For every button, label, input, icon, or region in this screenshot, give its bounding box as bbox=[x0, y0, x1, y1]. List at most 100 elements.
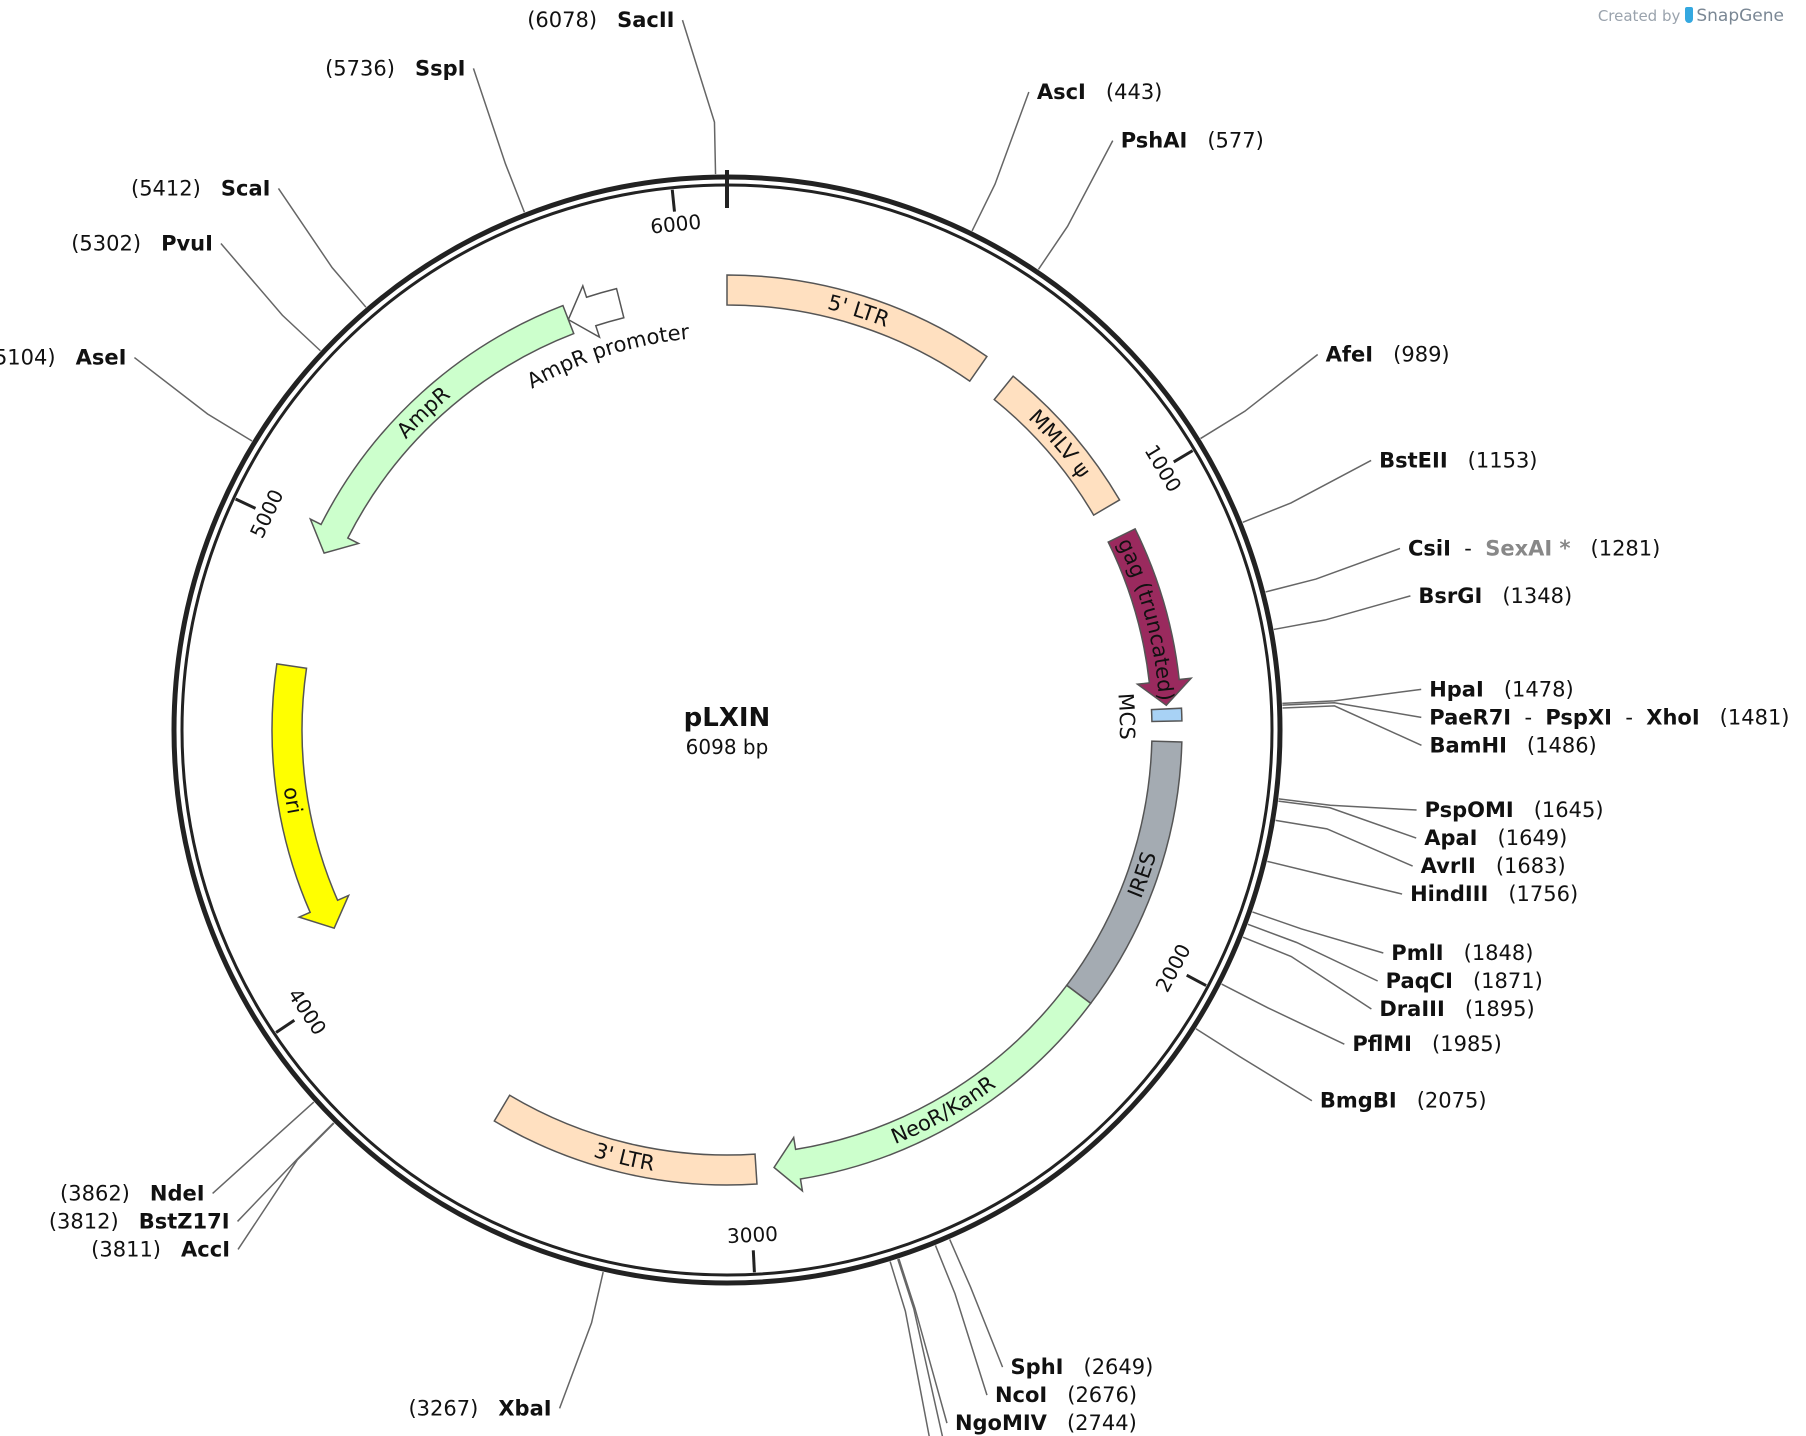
site-asei: (5104) AseI bbox=[0, 346, 253, 442]
site-gap bbox=[1047, 1411, 1067, 1435]
enzyme-name: AvrII bbox=[1421, 854, 1476, 878]
site-label: AvrII (1683) bbox=[1421, 854, 1566, 878]
feature-label-text: MMLV ψ bbox=[1024, 405, 1095, 482]
site-ncoi: NcoI (2676) bbox=[934, 1245, 1137, 1407]
site-coordinate: (1348) bbox=[1502, 584, 1572, 608]
site-separator: - bbox=[1451, 536, 1485, 560]
feature-label-text: ori bbox=[279, 785, 307, 816]
site-leader-line bbox=[889, 1261, 930, 1436]
site-pspomi: PspOMI (1645) bbox=[1278, 798, 1604, 822]
site-leader-line bbox=[1242, 936, 1372, 1010]
enzyme-name: SacII bbox=[617, 8, 674, 32]
site-gap bbox=[395, 56, 415, 80]
site-draiii: DraIII (1895) bbox=[1242, 936, 1535, 1021]
tick-mark-2000 bbox=[1186, 973, 1207, 987]
feature-5-ltr bbox=[726, 274, 988, 383]
feature-ori bbox=[271, 663, 351, 930]
site-coordinate: (5736) bbox=[325, 56, 395, 80]
site-coordinate: (2676) bbox=[1067, 1383, 1137, 1407]
site-gap bbox=[1445, 997, 1465, 1021]
site-gap bbox=[1047, 1383, 1067, 1407]
feature-label-guide bbox=[331, 326, 571, 556]
enzyme-name: SspI bbox=[415, 56, 465, 80]
enzyme-name: PspXI bbox=[1545, 705, 1612, 729]
site-sspi: (5736) SspI bbox=[325, 56, 526, 213]
site-pflmi: PflMI (1985) bbox=[1221, 983, 1502, 1056]
site-bmgbi: BmgBI (2075) bbox=[1195, 1028, 1487, 1113]
site-leader-line bbox=[1037, 140, 1114, 270]
site-label: (3267) XbaI bbox=[408, 1396, 551, 1420]
site-label: BsrGI (1348) bbox=[1418, 584, 1572, 608]
site-leader-line bbox=[212, 1101, 315, 1194]
site-label: PshAI (577) bbox=[1121, 129, 1264, 153]
site-coordinate: (1281) bbox=[1591, 536, 1661, 560]
site-gap bbox=[1373, 343, 1393, 367]
site-coordinate: (2744) bbox=[1067, 1411, 1137, 1435]
enzyme-name: PvuI bbox=[161, 231, 213, 255]
feature-label-guide bbox=[957, 363, 1124, 557]
plasmid-name: pLXIN bbox=[684, 703, 771, 733]
site-coordinate: (443) bbox=[1106, 80, 1162, 104]
site-leader-line bbox=[277, 187, 367, 308]
site-coordinate: (1481) bbox=[1720, 705, 1790, 729]
feature-label-text: NeoR/KanR bbox=[888, 1071, 1000, 1149]
site-coordinate: (3267) bbox=[408, 1396, 478, 1420]
site-label: (6078) SacII bbox=[527, 8, 674, 32]
enzyme-name: BamHI bbox=[1429, 733, 1506, 757]
site-afei: AfeI (989) bbox=[1200, 343, 1450, 440]
site-gap bbox=[1478, 826, 1498, 850]
site-acci: (3811) AccI bbox=[91, 1122, 335, 1261]
site-bamhi: BamHI (1486) bbox=[1282, 705, 1597, 757]
site-gap bbox=[1397, 1089, 1417, 1113]
site-leader-line bbox=[1282, 705, 1422, 747]
site-gap bbox=[597, 8, 617, 32]
site-gap bbox=[1412, 1032, 1432, 1056]
site-leader-line bbox=[133, 356, 253, 442]
site-leader-line bbox=[949, 1239, 1004, 1368]
site-pshai: PshAI (577) bbox=[1037, 129, 1264, 270]
site-xbai: (3267) XbaI bbox=[408, 1271, 604, 1420]
site-leader-line bbox=[1242, 459, 1372, 524]
enzyme-name: BsrGI bbox=[1418, 584, 1482, 608]
enzyme-name: PaeR7I bbox=[1429, 705, 1511, 729]
site-leader-line bbox=[1265, 547, 1401, 593]
site-leader-line bbox=[971, 91, 1030, 232]
enzyme-name: AseI bbox=[76, 346, 127, 370]
site-leader-line bbox=[1273, 595, 1411, 631]
enzyme-name: SphI bbox=[1011, 1355, 1064, 1379]
site-leader-line bbox=[1267, 860, 1403, 895]
site-label: (5302) PvuI bbox=[71, 231, 213, 255]
site-label: (3812) BstZ17I bbox=[49, 1209, 230, 1233]
enzyme-name: NcoI bbox=[995, 1383, 1047, 1407]
site-asci: AscI (443) bbox=[971, 80, 1162, 232]
site-leader-line bbox=[1247, 923, 1378, 982]
site-gap bbox=[119, 1209, 139, 1233]
site-coordinate: (3812) bbox=[49, 1209, 119, 1233]
tick-label-5000: 5000 bbox=[245, 486, 288, 542]
site-paer7i: PaeR7I - PspXI - XhoI (1481) bbox=[1282, 702, 1790, 729]
feature-3-ltr bbox=[493, 1094, 758, 1186]
enzyme-name: PflMI bbox=[1352, 1032, 1412, 1056]
enzyme-name: AfeI bbox=[1326, 343, 1373, 367]
feature-label-neor-kanr: NeoR/KanR bbox=[888, 1071, 1000, 1149]
site-leader-line bbox=[237, 1122, 335, 1250]
site-label: HpaI (1478) bbox=[1429, 677, 1573, 701]
enzyme-name: CsiI bbox=[1408, 536, 1451, 560]
site-coordinate: (3811) bbox=[91, 1237, 161, 1261]
enzyme-name: ScaI bbox=[221, 176, 271, 200]
site-leader-line bbox=[1195, 1028, 1313, 1102]
site-hindiii: HindIII (1756) bbox=[1267, 860, 1578, 906]
site-leader-line bbox=[1200, 353, 1319, 440]
site-leader-line bbox=[236, 1122, 335, 1222]
site-separator: - bbox=[1612, 705, 1646, 729]
site-leader-line bbox=[1278, 800, 1417, 839]
tick-mark-5000 bbox=[234, 497, 257, 510]
enzyme-name: PaqCI bbox=[1386, 969, 1453, 993]
site-coordinate: (5412) bbox=[131, 176, 201, 200]
enzyme-name: AscI bbox=[1037, 80, 1086, 104]
site-leader-line bbox=[1275, 819, 1413, 867]
enzyme-name: DraIII bbox=[1379, 997, 1444, 1021]
